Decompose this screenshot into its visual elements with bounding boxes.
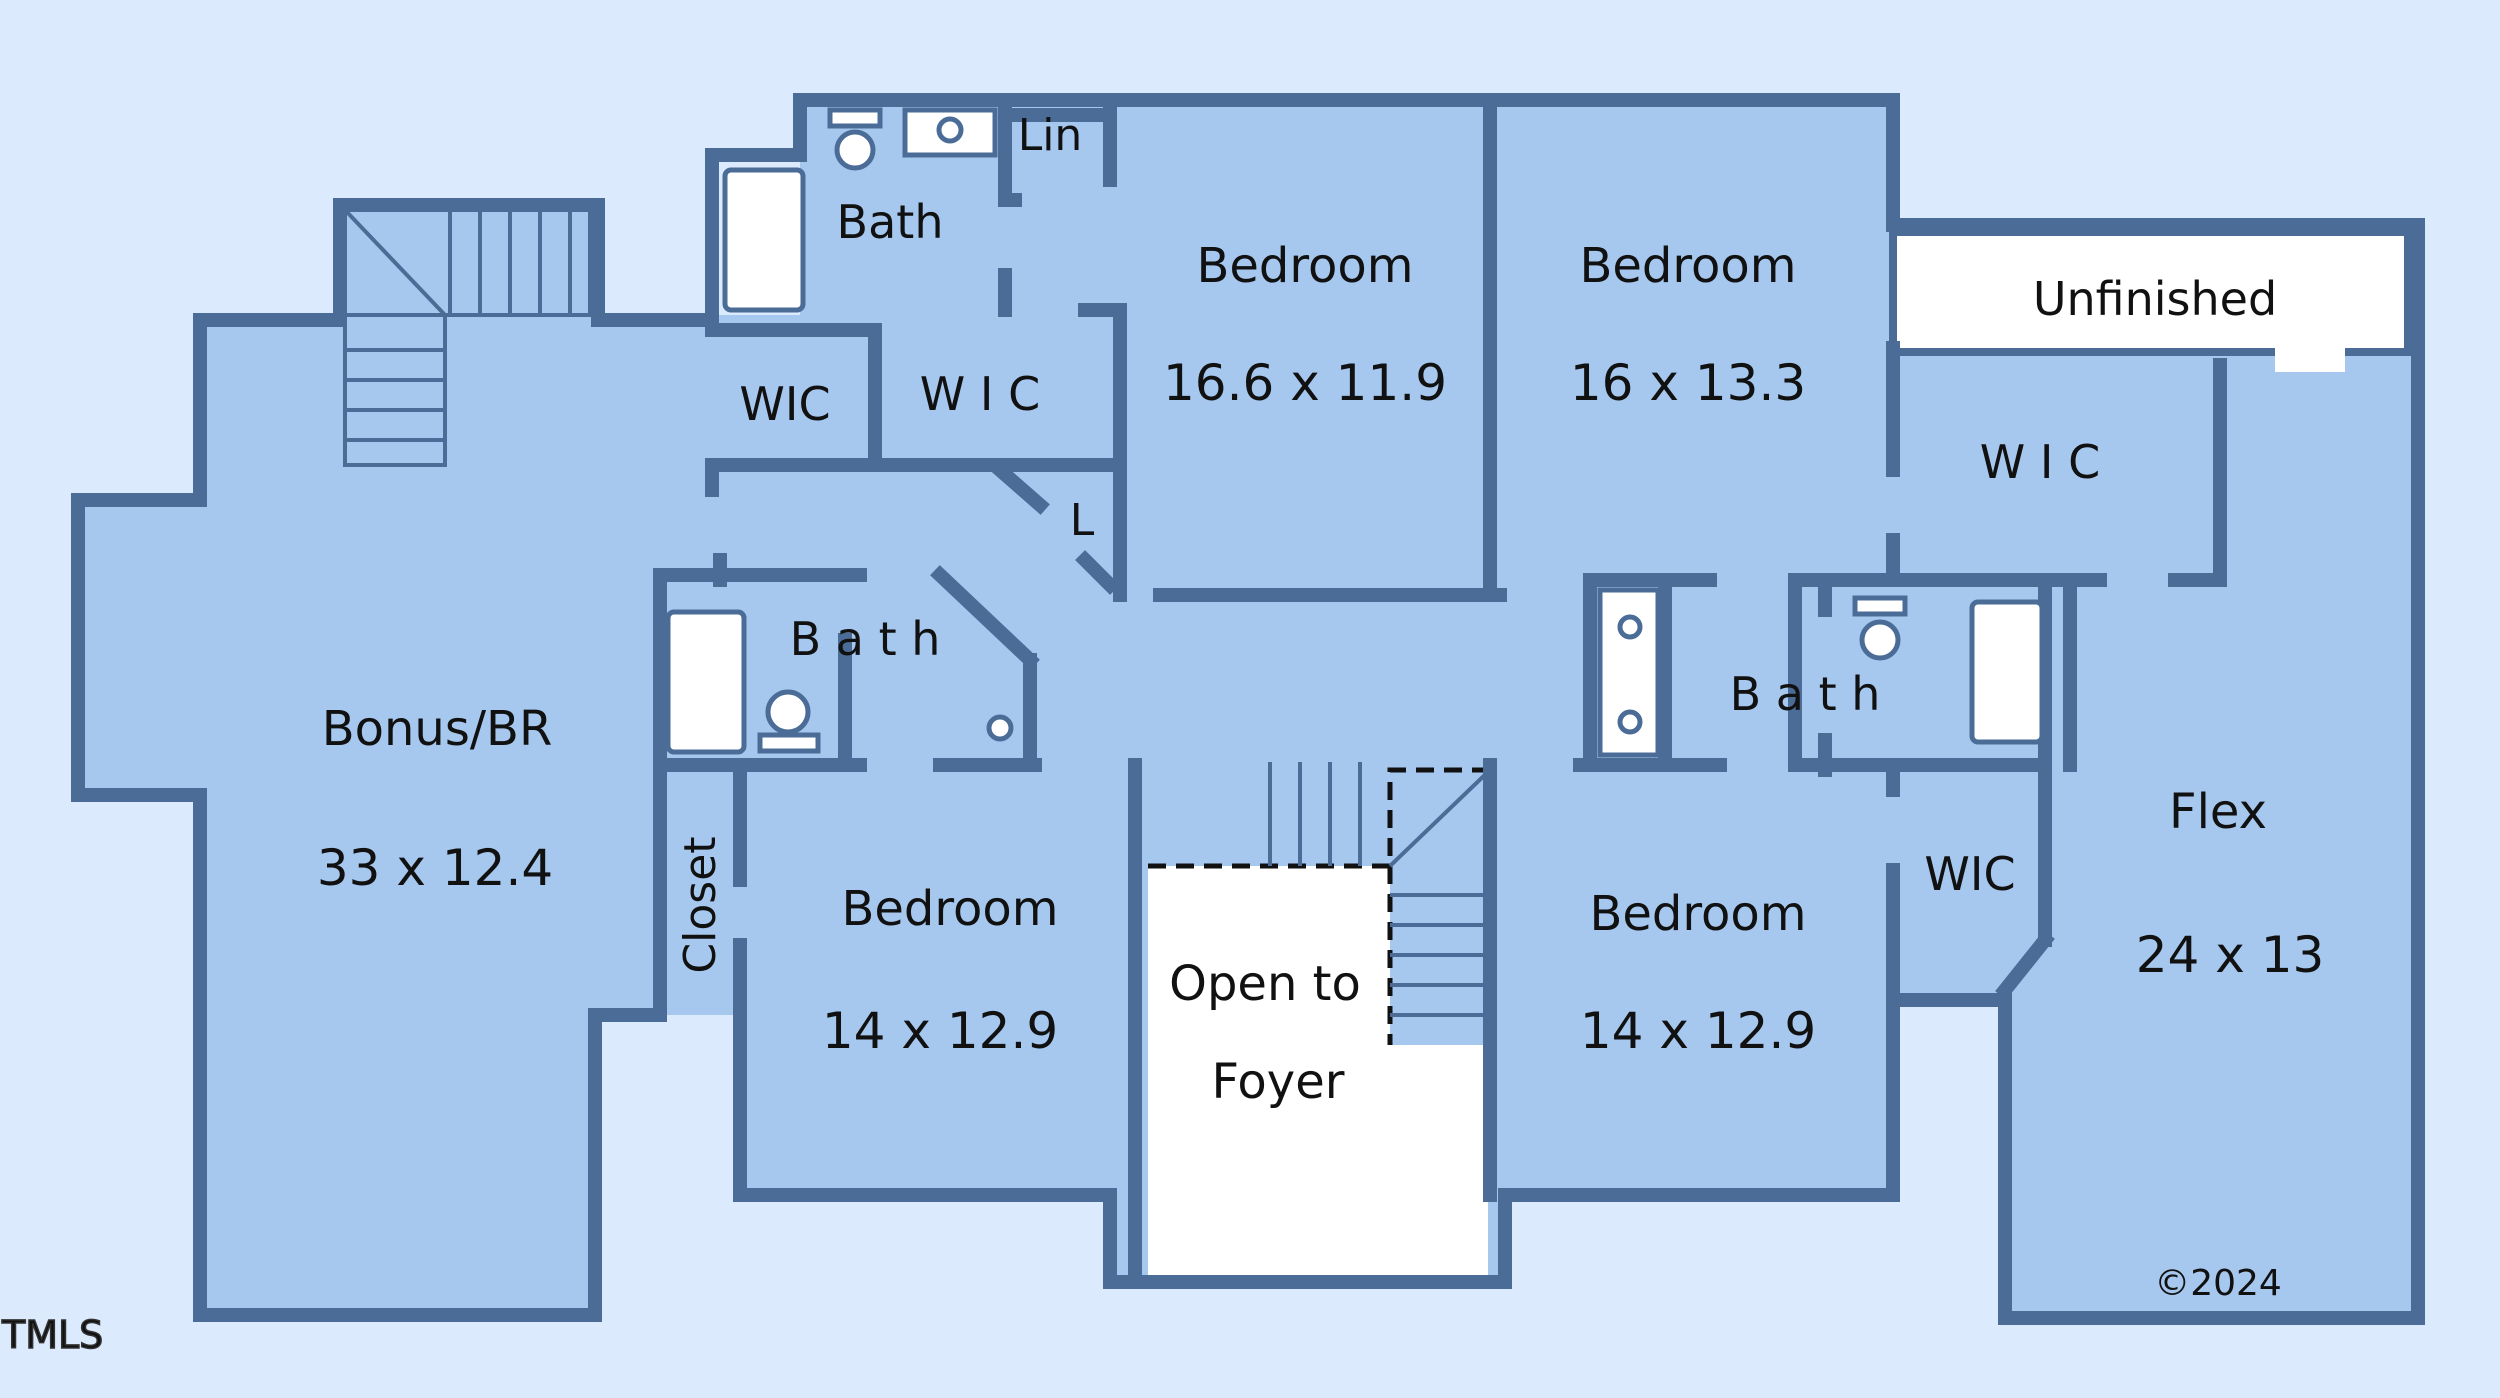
staircase-center xyxy=(1268,762,1492,1017)
room-label-wic-3: W I C xyxy=(1980,435,2100,489)
open-to-foyer-area xyxy=(1148,866,1488,1280)
toilet xyxy=(1859,619,1901,661)
room-dims-bedroom-top-left: 16.6 x 11.9 xyxy=(1163,354,1447,412)
room-label-bedroom-top-left: Bedroom xyxy=(1196,238,1413,294)
toilet xyxy=(765,689,811,735)
room-label-wic-4: WIC xyxy=(1924,847,2015,901)
bathtub xyxy=(722,167,806,313)
room-dims-bedroom-bottom-right: 14 x 12.9 xyxy=(1580,1002,1816,1060)
room-label-bedroom-bottom-right: Bedroom xyxy=(1589,886,1806,942)
room-label-bedroom-bottom-left: Bedroom xyxy=(841,881,1058,937)
toilet xyxy=(834,129,876,171)
room-label-flex: Flex xyxy=(2169,784,2267,840)
room-label-open-to-foyer-2: Foyer xyxy=(1212,1054,1345,1110)
room-dims-bonus: 33 x 12.4 xyxy=(317,839,553,897)
room-label-bath-mid-right: B a t h xyxy=(1730,667,1881,721)
room-label-bonus: Bonus/BR xyxy=(322,701,553,757)
walls xyxy=(71,93,2425,1325)
room-label-bath-mid-left: B a t h xyxy=(790,612,941,666)
copyright-label: ©2024 xyxy=(2154,1263,2282,1304)
room-label-wic-2: W I C xyxy=(920,367,1040,421)
room-label-bedroom-top-right: Bedroom xyxy=(1579,238,1796,294)
room-label-closet: Closet xyxy=(675,836,726,973)
bathtub xyxy=(1969,599,2045,745)
bathtub xyxy=(665,609,747,755)
room-label-open-to-foyer-1: Open to xyxy=(1169,956,1361,1012)
watermark-label: TMLS xyxy=(1,1313,103,1357)
room-dims-flex: 24 x 13 xyxy=(2136,926,2325,984)
room-dims-bedroom-bottom-left: 14 x 12.9 xyxy=(822,1002,1058,1060)
room-label-linen-small: L xyxy=(1070,495,1095,546)
room-label-linen: Lin xyxy=(1018,110,1083,161)
room-dims-bedroom-top-right: 16 x 13.3 xyxy=(1570,354,1806,412)
sink xyxy=(986,714,1014,742)
bathroom-fixtures xyxy=(665,107,2045,758)
staircase-upper-left xyxy=(343,208,592,467)
room-label-bath-top: Bath xyxy=(837,195,944,249)
room-label-wic-1: WIC xyxy=(739,377,830,431)
room-label-unfinished: Unfinished xyxy=(2033,272,2277,326)
